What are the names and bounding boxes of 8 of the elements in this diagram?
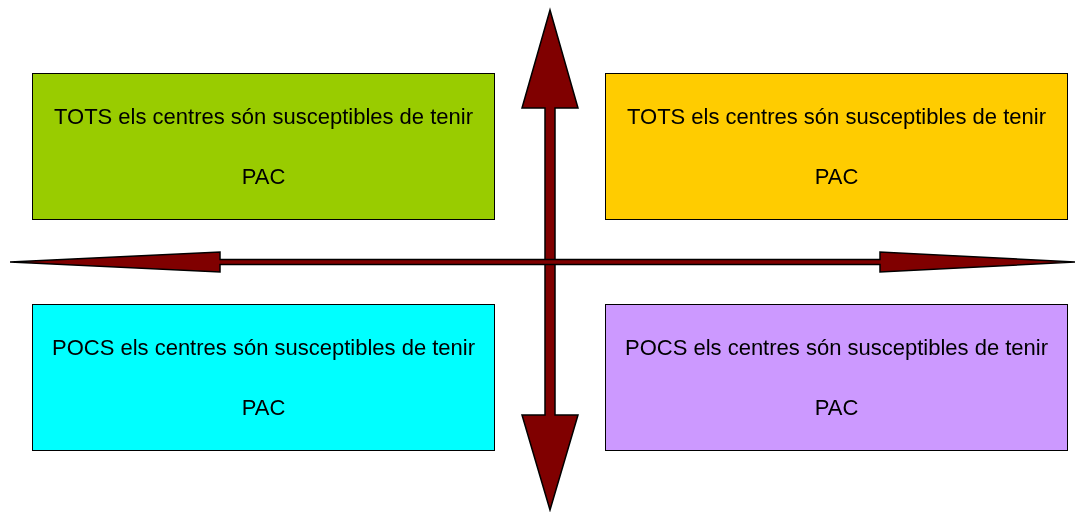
- quadrant-box: [32, 73, 495, 220]
- box-text: TOTS els centres són susceptibles de tenir PAC: [626, 102, 1047, 191]
- quadrant-box: [32, 304, 495, 451]
- quadrant-box: [605, 73, 1068, 220]
- box-text: TOTS els centres són susceptibles de tenir PAC: [53, 102, 474, 191]
- quadrant-box: [605, 304, 1068, 451]
- box-text: POCS els centres són susceptibles de tenir PAC: [50, 333, 477, 422]
- box-text: POCS els centres són susceptibles de tenir PAC: [623, 333, 1050, 422]
